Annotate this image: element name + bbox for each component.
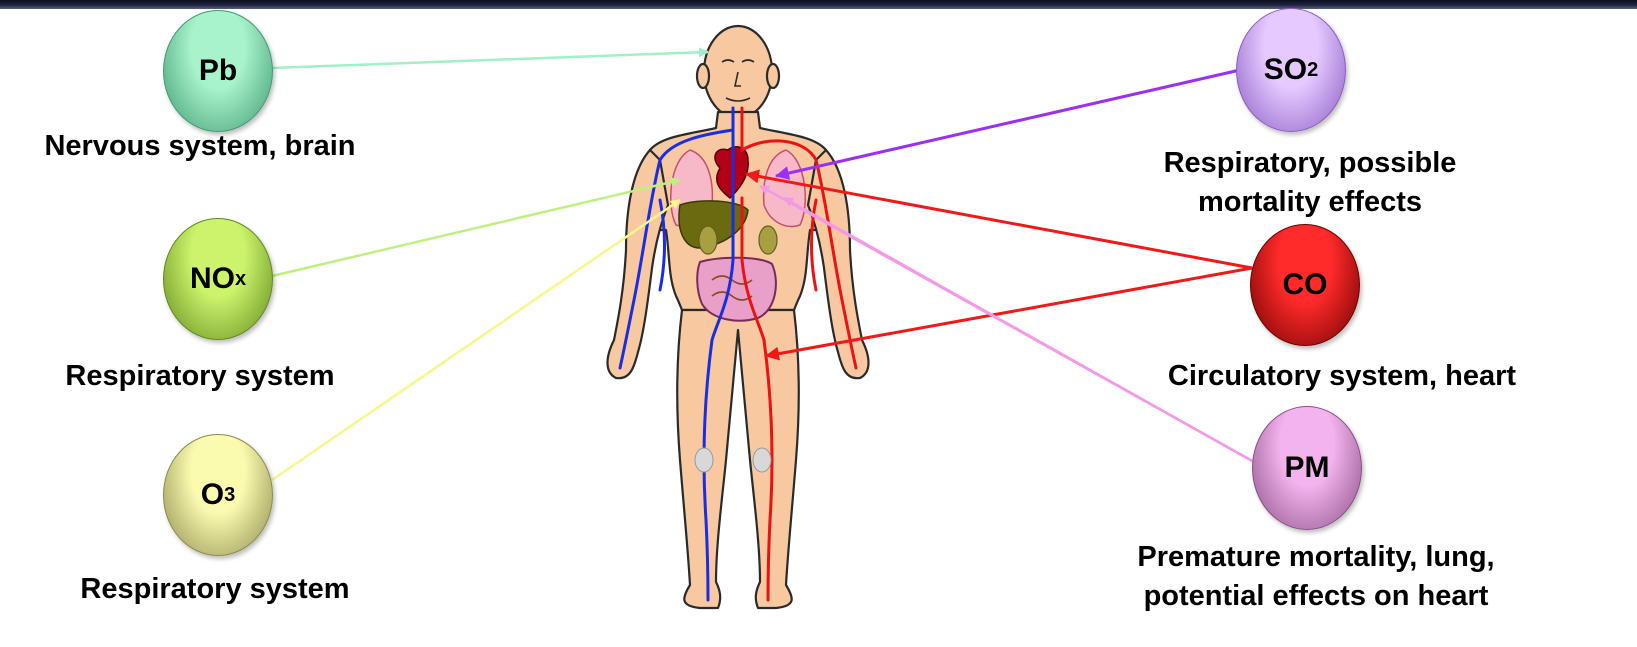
label-o3-effect: Respiratory system <box>0 570 430 609</box>
label-pm-effect: Premature mortality, lung, potential eff… <box>1096 538 1536 616</box>
so2-formula: SO <box>1264 53 1307 87</box>
bubble-co: CO <box>1250 224 1360 346</box>
label-pm-effect-line2: potential effects on heart <box>1096 577 1536 616</box>
co-formula: CO <box>1283 268 1328 302</box>
pb-formula: Pb <box>199 54 237 88</box>
label-co-effect: Circulatory system, heart <box>1122 357 1562 396</box>
arrow-pb <box>272 52 708 68</box>
arrow-nox <box>272 180 680 276</box>
o3-formula: O <box>201 478 224 512</box>
label-so2-effect: Respiratory, possible mortality effects <box>1110 144 1510 222</box>
label-pb-effect: Nervous system, brain <box>0 127 400 166</box>
label-nox-effect: Respiratory system <box>0 357 400 396</box>
label-so2-effect-line2: mortality effects <box>1110 183 1510 222</box>
pm-formula: PM <box>1285 451 1330 485</box>
label-so2-effect-line1: Respiratory, possible <box>1110 144 1510 183</box>
nox-formula: NO <box>190 262 235 296</box>
human-body-illustration <box>608 26 869 608</box>
bubble-pb: Pb <box>163 10 273 132</box>
label-pm-effect-line1: Premature mortality, lung, <box>1096 538 1536 577</box>
bubble-pm: PM <box>1252 406 1362 530</box>
